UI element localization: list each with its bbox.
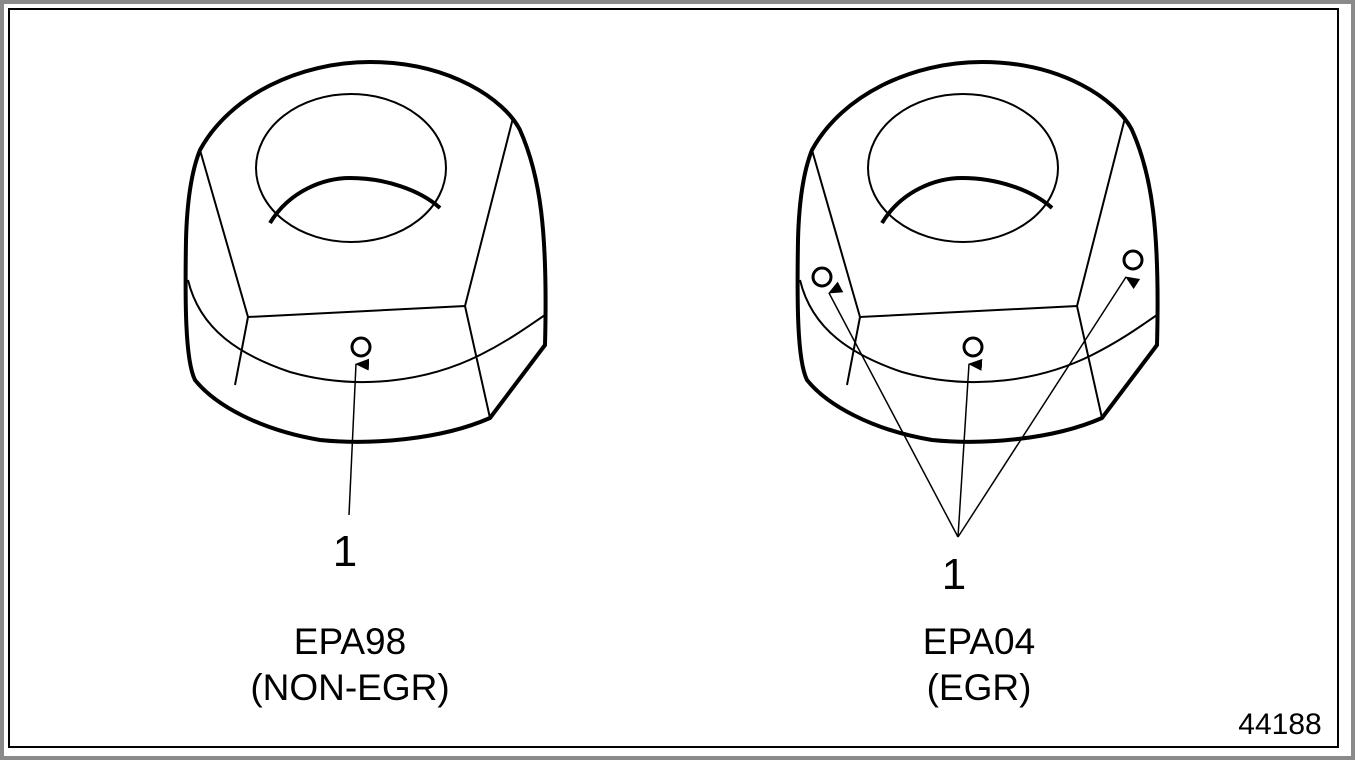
check-port-hole [350, 336, 372, 358]
nut-top-face [811, 117, 1126, 319]
nut-epa98 [183, 59, 548, 516]
bore-inner-edge [880, 175, 1054, 225]
nut-epa04 [795, 59, 1160, 538]
nut-bevel-lower [846, 305, 1103, 419]
check-port-hole-center [962, 336, 984, 358]
nut-bevel-curve [187, 279, 546, 384]
nut-top-face [199, 117, 514, 319]
variant-label-left: (NON-EGR) [250, 667, 450, 708]
check-port-hole-right [1122, 249, 1144, 271]
model-label-right: EPA04 [922, 621, 1036, 662]
check-port-hole-left [811, 266, 833, 288]
figure-border [8, 8, 1339, 748]
leader-line [348, 358, 370, 516]
nut-bevel-lower [234, 305, 491, 419]
callout-number-left: 1 [332, 527, 358, 576]
leader-line-right [957, 276, 1141, 538]
callout-number-right: 1 [941, 550, 967, 599]
nut-bevel-curve [799, 279, 1158, 384]
bore-outline [867, 93, 1059, 243]
nut-outer-outline [183, 59, 548, 444]
variant-label-right: (EGR) [926, 667, 1032, 708]
figure-number: 44188 [1238, 708, 1322, 741]
leader-line-left [828, 281, 959, 538]
bore-outline [255, 93, 447, 243]
model-label-left: EPA98 [293, 621, 407, 662]
nut-outer-outline [795, 59, 1160, 444]
leader-line-center [957, 358, 983, 538]
bore-inner-edge [268, 175, 442, 225]
